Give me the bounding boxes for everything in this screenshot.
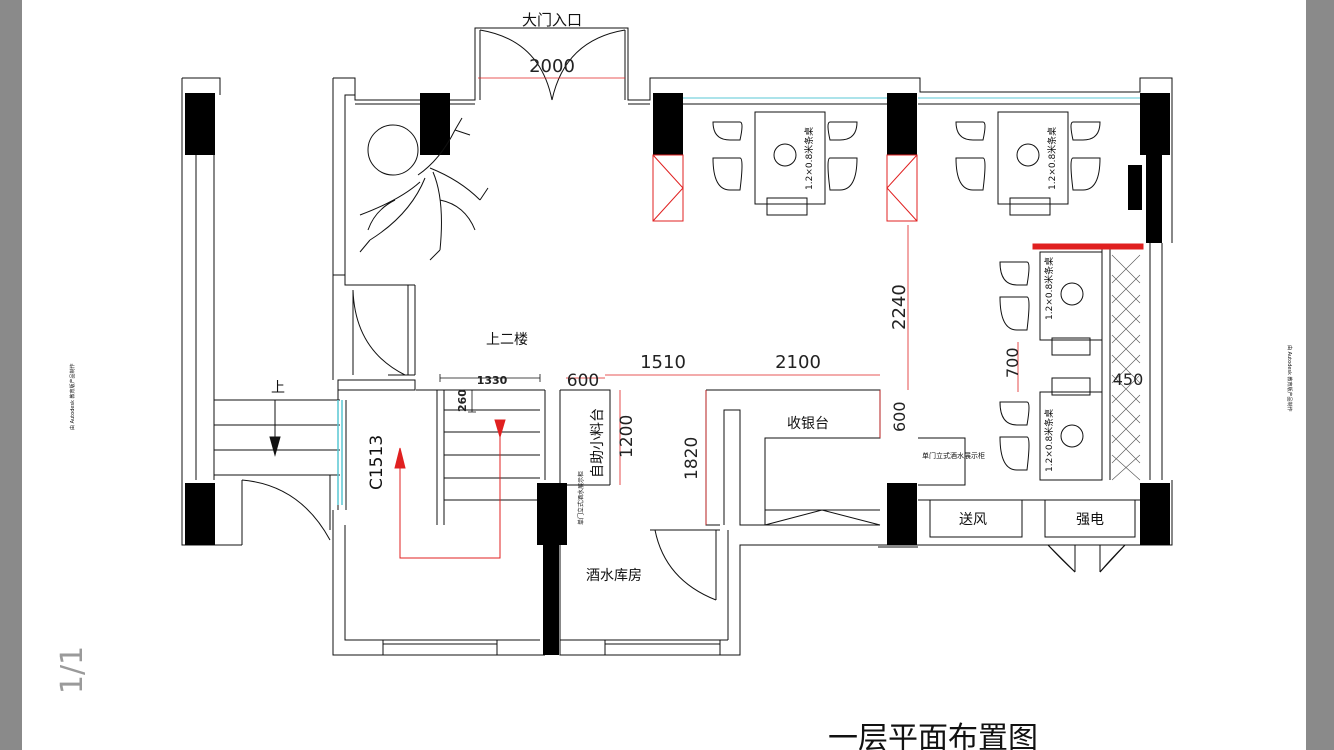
side-note-right: 由 Autodesk 教育版产品制作 <box>1286 345 1293 412</box>
tree-icon <box>359 117 489 261</box>
dim-2240: 2240 <box>889 284 910 330</box>
dim-450: 450 <box>1113 370 1144 389</box>
label-entrance: 大门入口 <box>522 11 582 29</box>
stair-arrows <box>394 419 506 559</box>
dining-set-4 <box>999 377 1103 481</box>
dimension-lines <box>478 77 1019 525</box>
window-strip <box>337 400 343 505</box>
label-electrical: 强电 <box>1076 512 1104 528</box>
stair-arrow-up <box>269 400 281 457</box>
dim-1820: 1820 <box>682 437 702 480</box>
dining-set-2 <box>955 111 1101 216</box>
dim-door-width: 2000 <box>529 56 575 77</box>
table-label-3: 1.2×0.8米条桌 <box>1043 257 1055 320</box>
dim-1330: 1330 <box>477 374 508 387</box>
label-stair-up: 上 <box>271 380 285 396</box>
label-cashier: 收银台 <box>787 416 829 432</box>
label-window-code: C1513 <box>367 435 387 490</box>
wall-lines <box>181 27 1173 656</box>
column-casing <box>652 154 1144 250</box>
wall-hatch <box>1111 254 1141 481</box>
entrance-door <box>479 29 626 101</box>
viewer-left-margin <box>22 0 130 750</box>
dining-set-1 <box>712 111 858 216</box>
viewer-right-margin <box>1296 0 1306 750</box>
dim-1200: 1200 <box>617 415 637 458</box>
table-label-2: 1.2×0.8米条桌 <box>1046 127 1058 190</box>
table-label-1: 1.2×0.8米条桌 <box>803 127 815 190</box>
dim-1510: 1510 <box>640 352 686 373</box>
dim-2100: 2100 <box>775 352 821 373</box>
dim-600-top: 600 <box>567 371 599 391</box>
table-label-4: 1.2×0.8米条桌 <box>1043 409 1055 472</box>
label-air-supply: 送风 <box>959 512 987 528</box>
dim-260: 260 <box>456 389 469 412</box>
dim-600-right: 600 <box>890 401 909 432</box>
label-self-service: 自助小料台 <box>590 408 606 478</box>
label-wine-storage: 酒水库房 <box>586 568 642 584</box>
label-upstairs: 上二楼 <box>486 332 528 348</box>
drawing-title: 一层平面布置图 <box>828 721 1038 750</box>
interior-doors <box>241 289 1126 601</box>
dimension-lines-black <box>439 374 541 413</box>
label-drink-cabinet-1: 单门立式酒水展示柜 <box>577 471 585 525</box>
dim-700: 700 <box>1003 347 1022 378</box>
dining-set-3 <box>999 251 1103 356</box>
side-note-left: 由 Autodesk 教育版产品制作 <box>69 363 76 430</box>
label-drink-cabinet-2: 单门立式酒水展示柜 <box>922 451 985 460</box>
structural-columns <box>185 93 1170 655</box>
